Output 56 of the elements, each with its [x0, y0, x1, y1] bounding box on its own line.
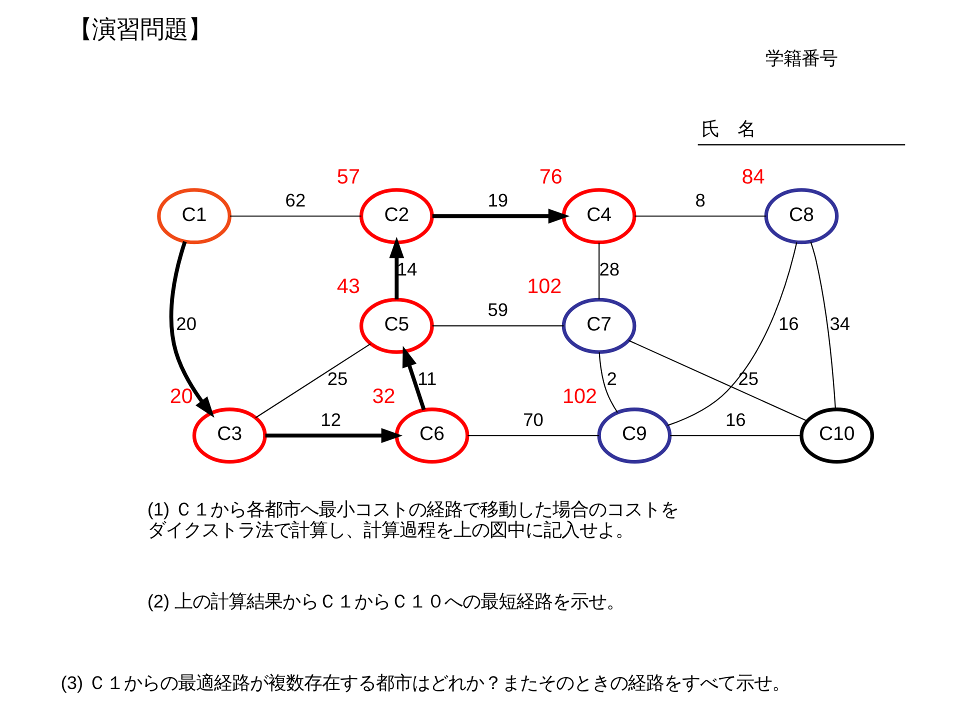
connector: [598, 352, 618, 413]
node-label: 76: [538, 165, 562, 188]
node-label: 20: [169, 384, 192, 408]
node-ellipse: C6: [394, 408, 469, 464]
edge-label: 70: [522, 408, 543, 430]
edge-label: 28: [598, 258, 620, 280]
connector: [634, 216, 766, 217]
node-ellipse: C10: [799, 408, 874, 464]
edge-label: 25: [326, 368, 348, 389]
node-ellipse: C1: [156, 188, 231, 244]
label: (1) Ｃ１から各都市へ最小コストの経路で移動した場合のコストをダイクストラ法で計算し、計算過程を上の図中に記入せよ。: [146, 498, 678, 540]
node-ellipse: C4: [561, 188, 636, 244]
label: (3) Ｃ１からの最適経路が複数存在する都市はどれか？またそのときの経路をすべて示せ。: [60, 672, 790, 694]
node-label: 32: [372, 384, 395, 408]
connector: [666, 242, 797, 426]
edge-label: 34: [829, 313, 850, 334]
label: 氏 名: [701, 118, 755, 140]
edge-label: 19: [487, 189, 508, 210]
connector: [254, 343, 370, 418]
connector: [230, 216, 361, 217]
node-label: 57: [336, 165, 360, 188]
connector: [628, 340, 807, 422]
edge-label: 59: [487, 299, 508, 320]
edge-label: 62: [284, 189, 306, 210]
connector: [810, 242, 836, 410]
edge-label: 16: [724, 408, 746, 430]
diagram-title: 【演習問題】: [68, 16, 212, 44]
node-ellipse: C3: [192, 408, 266, 464]
edge-label: 11: [417, 368, 436, 389]
arrow: [432, 208, 570, 224]
connector: [670, 435, 801, 436]
edge-label: 2: [606, 368, 616, 389]
node-ellipse: C5: [358, 298, 434, 354]
arrow: [168, 241, 214, 418]
edge-label: 25: [738, 368, 758, 389]
arrow: [264, 428, 402, 444]
label: (2) 上の計算結果からＣ１からＣ１０への最短経路を示せ。: [146, 590, 624, 612]
arrow: [402, 346, 426, 410]
edge-label: 14: [396, 258, 417, 280]
node-label: 102: [526, 275, 562, 298]
node-label: 84: [741, 165, 764, 188]
node-ellipse: C7: [561, 298, 636, 354]
node-ellipse: C2: [358, 188, 434, 244]
node-ellipse: C9: [596, 408, 672, 464]
arrow: [388, 236, 404, 300]
edge-label: 8: [694, 189, 705, 210]
edge-label: 12: [320, 408, 340, 430]
connector: [467, 435, 599, 436]
label: 学籍番号: [764, 47, 837, 68]
node-label: 43: [336, 275, 360, 298]
edge-label: 16: [778, 313, 798, 334]
node-label: 102: [562, 384, 597, 408]
connector: [598, 242, 600, 300]
edge-label: 20: [176, 313, 196, 334]
node-ellipse: C8: [764, 188, 838, 244]
connector: [432, 325, 564, 326]
